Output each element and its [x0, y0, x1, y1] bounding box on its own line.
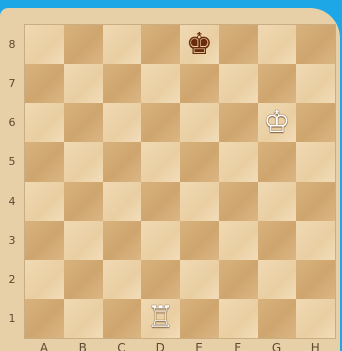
square-f5[interactable]: [219, 142, 258, 181]
square-d1[interactable]: ♖: [141, 299, 180, 338]
square-b4[interactable]: [64, 182, 103, 221]
rank-label-8: 8: [6, 38, 18, 51]
square-a3[interactable]: [25, 221, 64, 260]
square-e7[interactable]: [180, 64, 219, 103]
square-c7[interactable]: [103, 64, 142, 103]
square-e5[interactable]: [180, 142, 219, 181]
square-b1[interactable]: [64, 299, 103, 338]
square-h6[interactable]: [296, 103, 335, 142]
file-label-b: B: [64, 341, 102, 351]
file-label-g: G: [258, 341, 296, 351]
square-a5[interactable]: [25, 142, 64, 181]
square-h8[interactable]: [296, 25, 335, 64]
rank-label-4: 4: [6, 195, 18, 208]
square-h3[interactable]: [296, 221, 335, 260]
square-d8[interactable]: [141, 25, 180, 64]
square-a8[interactable]: [25, 25, 64, 64]
square-f2[interactable]: [219, 260, 258, 299]
square-g5[interactable]: [258, 142, 297, 181]
square-c8[interactable]: [103, 25, 142, 64]
rank-label-5: 5: [6, 155, 18, 168]
square-d7[interactable]: [141, 64, 180, 103]
square-a6[interactable]: [25, 103, 64, 142]
rank-label-3: 3: [6, 234, 18, 247]
square-d2[interactable]: [141, 260, 180, 299]
square-d3[interactable]: [141, 221, 180, 260]
square-e1[interactable]: [180, 299, 219, 338]
white-king-icon[interactable]: ♔: [263, 108, 290, 138]
square-a2[interactable]: [25, 260, 64, 299]
square-f1[interactable]: [219, 299, 258, 338]
file-label-h: H: [296, 341, 334, 351]
square-g6[interactable]: ♔: [258, 103, 297, 142]
square-b2[interactable]: [64, 260, 103, 299]
square-e6[interactable]: [180, 103, 219, 142]
square-e4[interactable]: [180, 182, 219, 221]
square-h1[interactable]: [296, 299, 335, 338]
square-b6[interactable]: [64, 103, 103, 142]
square-c2[interactable]: [103, 260, 142, 299]
square-e8[interactable]: ♚: [180, 25, 219, 64]
white-rook-icon[interactable]: ♖: [147, 303, 174, 333]
rank-label-7: 7: [6, 77, 18, 90]
square-d4[interactable]: [141, 182, 180, 221]
rank-label-2: 2: [6, 273, 18, 286]
square-g7[interactable]: [258, 64, 297, 103]
square-e2[interactable]: [180, 260, 219, 299]
square-h5[interactable]: [296, 142, 335, 181]
square-a1[interactable]: [25, 299, 64, 338]
square-f8[interactable]: [219, 25, 258, 64]
file-label-c: C: [103, 341, 141, 351]
rank-label-6: 6: [6, 116, 18, 129]
black-king-icon[interactable]: ♚: [186, 30, 213, 60]
square-c5[interactable]: [103, 142, 142, 181]
file-label-f: F: [219, 341, 257, 351]
rank-label-1: 1: [6, 312, 18, 325]
square-b5[interactable]: [64, 142, 103, 181]
square-a4[interactable]: [25, 182, 64, 221]
square-c3[interactable]: [103, 221, 142, 260]
square-h7[interactable]: [296, 64, 335, 103]
file-label-e: E: [180, 341, 218, 351]
square-f6[interactable]: [219, 103, 258, 142]
square-g2[interactable]: [258, 260, 297, 299]
square-c1[interactable]: [103, 299, 142, 338]
square-f3[interactable]: [219, 221, 258, 260]
square-d6[interactable]: [141, 103, 180, 142]
square-g8[interactable]: [258, 25, 297, 64]
square-e3[interactable]: [180, 221, 219, 260]
square-b8[interactable]: [64, 25, 103, 64]
square-a7[interactable]: [25, 64, 64, 103]
square-g1[interactable]: [258, 299, 297, 338]
file-label-a: A: [25, 341, 63, 351]
square-g3[interactable]: [258, 221, 297, 260]
square-g4[interactable]: [258, 182, 297, 221]
square-f7[interactable]: [219, 64, 258, 103]
chess-board: ♚ ♔ ♖: [25, 25, 335, 338]
square-b7[interactable]: [64, 64, 103, 103]
square-b3[interactable]: [64, 221, 103, 260]
square-h4[interactable]: [296, 182, 335, 221]
square-f4[interactable]: [219, 182, 258, 221]
file-label-d: D: [141, 341, 179, 351]
square-d5[interactable]: [141, 142, 180, 181]
square-c4[interactable]: [103, 182, 142, 221]
square-c6[interactable]: [103, 103, 142, 142]
square-h2[interactable]: [296, 260, 335, 299]
